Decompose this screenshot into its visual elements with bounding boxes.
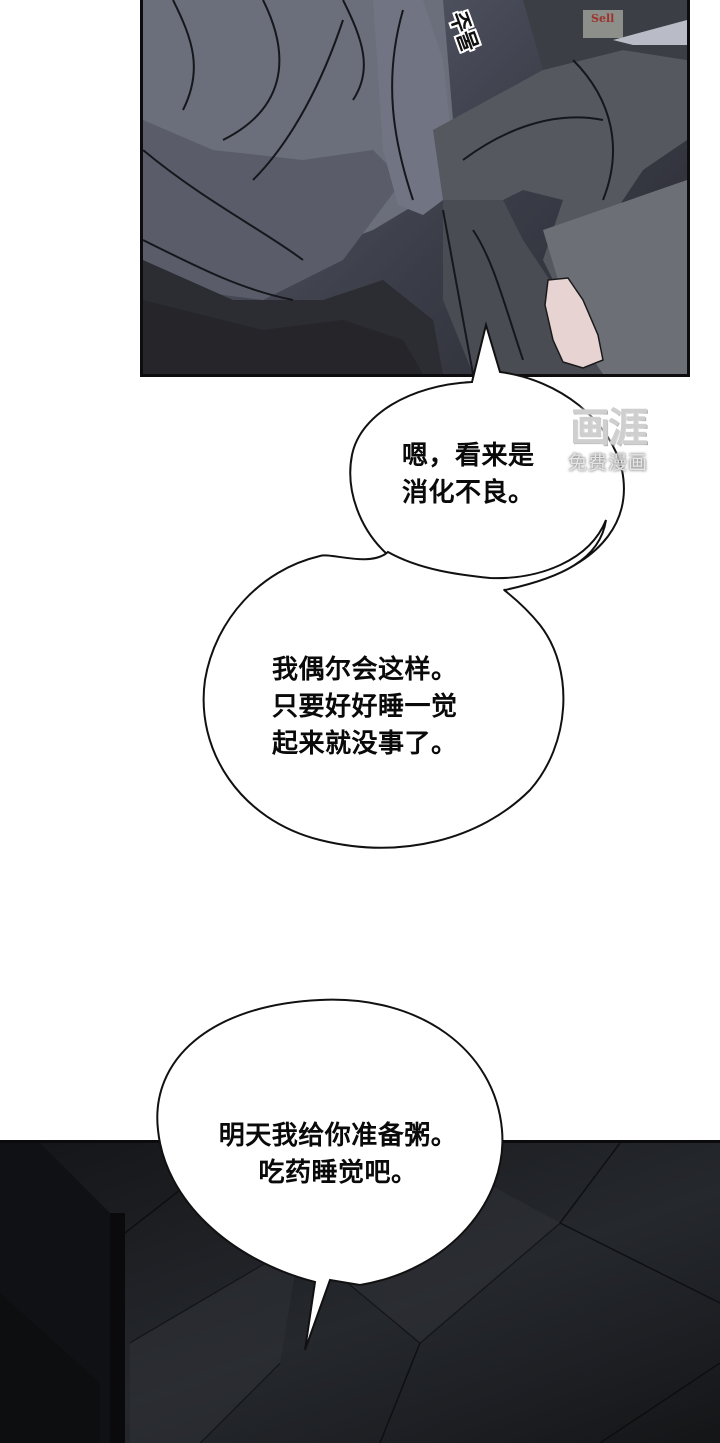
- speech-bubble-2: [202, 519, 607, 849]
- top-comic-panel: Sell: [140, 0, 690, 377]
- watermark: 画涯 免费漫画: [568, 405, 648, 475]
- bubble-3-line-2: 吃药睡觉吧。: [258, 1158, 418, 1188]
- sell-sign: Sell: [591, 12, 614, 25]
- bubble-1-line-1: 嗯，看来是: [402, 441, 535, 471]
- speech-bubble-1-text: 嗯，看来是 消化不良。: [402, 438, 535, 512]
- bubble-2-line-2: 只要好好睡一觉: [272, 692, 458, 722]
- bubble-2-line-1: 我偶尔会这样。: [272, 655, 458, 685]
- bubble-3-line-1: 明天我给你准备粥。: [218, 1121, 458, 1151]
- bubble-2-line-3: 起来就没事了。: [272, 729, 458, 759]
- clothing-folds-illustration: Sell: [143, 0, 687, 374]
- speech-bubble-2-text: 我偶尔会这样。 只要好好睡一觉 起来就没事了。: [272, 652, 458, 763]
- watermark-subtitle: 免费漫画: [568, 452, 649, 474]
- speech-bubble-3-text: 明天我给你准备粥。 吃药睡觉吧。: [188, 1118, 488, 1192]
- watermark-logo: 画涯: [570, 405, 648, 451]
- speech-bubble-3: [156, 998, 504, 1351]
- bubble-1-line-2: 消化不良。: [402, 478, 535, 508]
